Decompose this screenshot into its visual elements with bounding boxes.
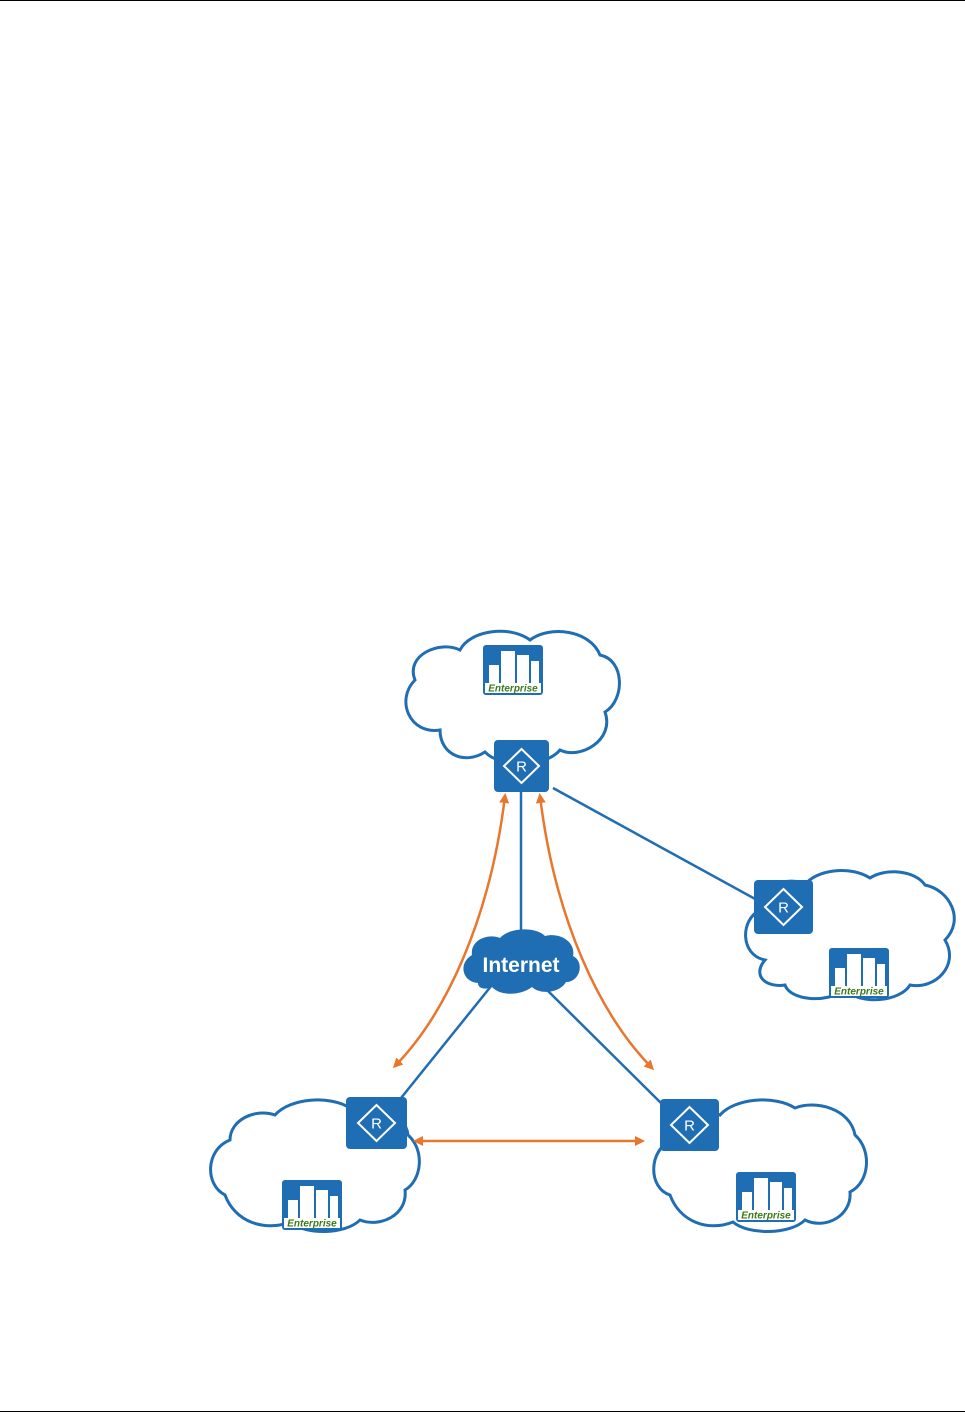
enterprise-label: Enterprise (834, 987, 884, 998)
router-bottom-right: R (660, 1099, 719, 1151)
arrow-top-to-bottom-right (540, 796, 652, 1068)
router-letter: R (684, 1118, 695, 1135)
router-letter: R (778, 900, 789, 917)
router-bottom-left: R (346, 1097, 407, 1149)
internet-cloud: Internet (463, 929, 579, 993)
router-letter: R (371, 1116, 382, 1133)
link-top-to-right (553, 788, 757, 900)
router-right: R (754, 880, 813, 934)
enterprise-label: Enterprise (488, 684, 538, 695)
enterprise-label: Enterprise (741, 1211, 791, 1222)
router-top: R (494, 740, 549, 792)
link-internet-to-bottom-left (397, 985, 492, 1103)
enterprise-right: Enterprise (829, 948, 889, 998)
enterprise-bottom-left: Enterprise (282, 1180, 342, 1230)
router-letter: R (516, 759, 527, 776)
internet-label: Internet (482, 954, 559, 977)
enterprise-top: Enterprise (483, 645, 543, 695)
enterprise-bottom-right: Enterprise (736, 1172, 796, 1222)
arrow-top-to-bottom-left (395, 796, 505, 1066)
enterprise-label: Enterprise (287, 1219, 337, 1230)
